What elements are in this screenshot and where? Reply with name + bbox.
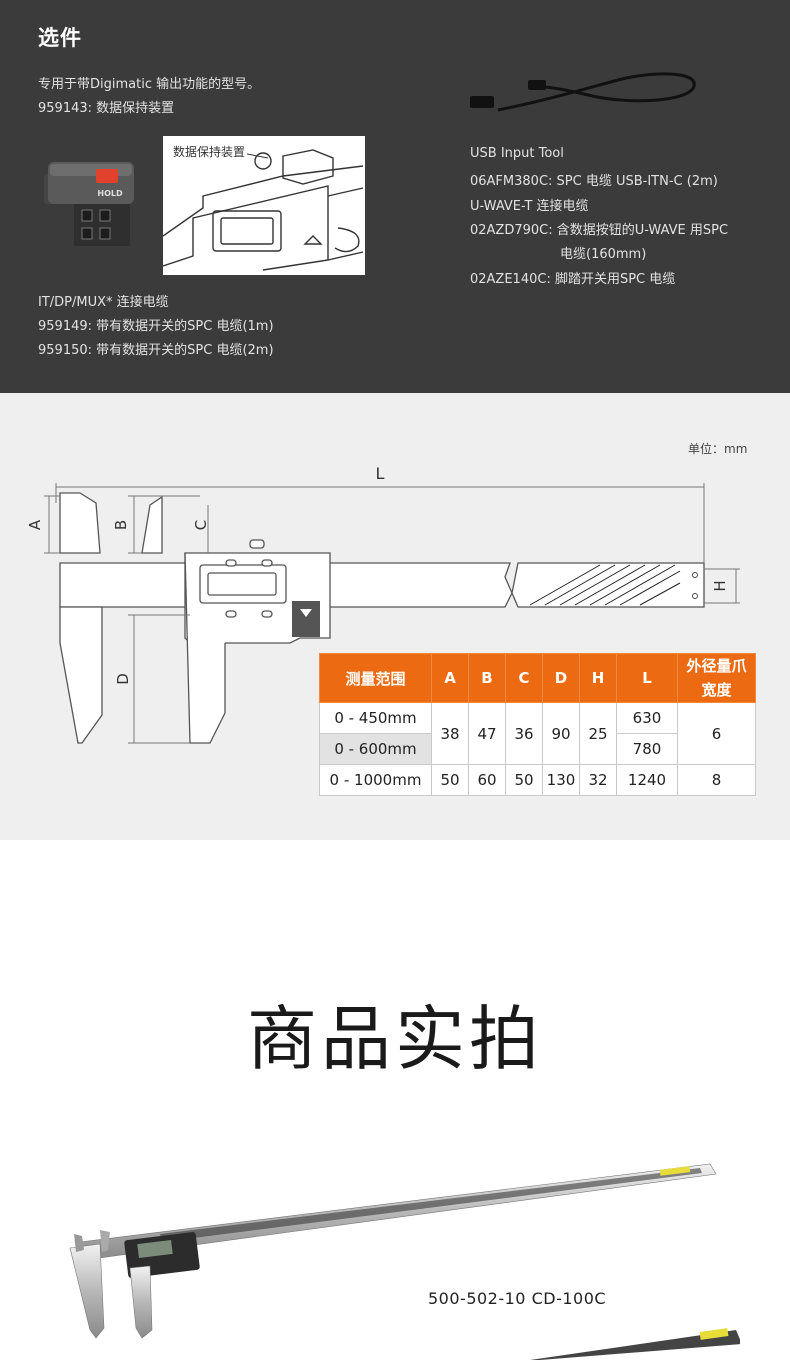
cell-range: 0 - 600mm (319, 733, 432, 765)
option-item-959143: 959143: 数据保持装置 (38, 101, 175, 116)
hold-callout-label: 数据保持装置 (173, 145, 246, 159)
col-a: A (431, 653, 469, 703)
spec-header-row: 测量范围 A B C D H L 外径量爪宽度 (319, 653, 756, 703)
cell-range: 0 - 450mm (319, 702, 432, 734)
option-item-02azd790c: 02AZD790C: 含数据按钮的U-WAVE 用SPC (470, 223, 729, 238)
cell-l: 1240 (616, 764, 678, 796)
cell-l: 630 (616, 702, 678, 734)
col-range: 测量范围 (319, 653, 432, 703)
model-label: 500-502-10 CD-100C (428, 1289, 607, 1308)
table-row: 0 - 450mm 38 47 36 90 25 630 6 (319, 702, 756, 765)
col-jaw-width-line1: 外径量爪 (686, 657, 747, 675)
col-d: D (542, 653, 580, 703)
cell-h: 32 (579, 764, 617, 796)
unit-label: 单位：mm (688, 442, 748, 456)
hold-device-image: HOLD (44, 162, 134, 246)
col-b: B (468, 653, 506, 703)
cell-a: 50 (431, 764, 469, 796)
cell-d: 90 (542, 702, 580, 765)
option-item-02aze140c: 02AZE140C: 脚踏开关用SPC 电缆 (470, 272, 676, 287)
option-item-02azd790c-cont: 电缆(160mm) (560, 247, 647, 262)
hold-button-label: HOLD (97, 189, 123, 198)
cell-h: 25 (579, 702, 617, 765)
hold-button-red (96, 169, 118, 183)
dim-label-d: D (114, 673, 132, 685)
option-item-959149: 959149: 带有数据开关的SPC 电缆(1m) (38, 319, 274, 334)
options-section: 选件 专用于带Digimatic 输出功能的型号。 959143: 数据保持装置… (0, 0, 790, 393)
option-item-959150: 959150: 带有数据开关的SPC 电缆(2m) (38, 343, 274, 358)
cell-range: 0 - 1000mm (319, 764, 432, 796)
dim-label-h: H (711, 580, 729, 591)
col-jaw-width-line2: 宽度 (701, 681, 732, 699)
dim-label-b: B (112, 520, 130, 530)
dim-label-c: C (192, 520, 210, 530)
cell-l: 780 (616, 733, 678, 765)
option-uwave-cable: U-WAVE-T 连接电缆 (470, 199, 589, 214)
options-title: 选件 (38, 26, 82, 50)
table-row: 0 - 1000mm 50 60 50 130 32 1240 8 (319, 764, 756, 796)
cell-c: 36 (505, 702, 543, 765)
caliper-diagram: L A B C D H (26, 464, 740, 744)
cell-b: 47 (468, 702, 506, 765)
product-photo-caliper (69, 1163, 740, 1360)
option-note: 专用于带Digimatic 输出功能的型号。 (38, 77, 261, 92)
cell-d: 130 (542, 764, 580, 796)
photos-title: 商品实拍 (247, 998, 543, 1080)
cell-jaw-width: 6 (677, 702, 756, 765)
col-jaw-width: 外径量爪宽度 (677, 653, 756, 703)
cell-b: 60 (468, 764, 506, 796)
option-usb-tool: USB Input Tool (470, 146, 564, 161)
col-c: C (505, 653, 543, 703)
cell-jaw-width: 8 (677, 764, 756, 796)
col-l: L (616, 653, 678, 703)
option-cable-it: IT/DP/MUX* 连接电缆 (38, 295, 169, 310)
hold-device-drawing: 数据保持装置 (163, 136, 365, 275)
dim-label-a: A (26, 519, 44, 530)
dimensions-section: 单位：mm (0, 393, 790, 840)
usb-cable-image (470, 72, 696, 112)
cell-a: 38 (431, 702, 469, 765)
col-h: H (579, 653, 617, 703)
option-item-06afm380c: 06AFM380C: SPC 电缆 USB-ITN-C (2m) (470, 174, 718, 189)
dim-label-l: L (376, 464, 385, 483)
spec-table: 测量范围 A B C D H L 外径量爪宽度 0 - 450mm 38 47 … (319, 653, 756, 796)
cell-c: 50 (505, 764, 543, 796)
